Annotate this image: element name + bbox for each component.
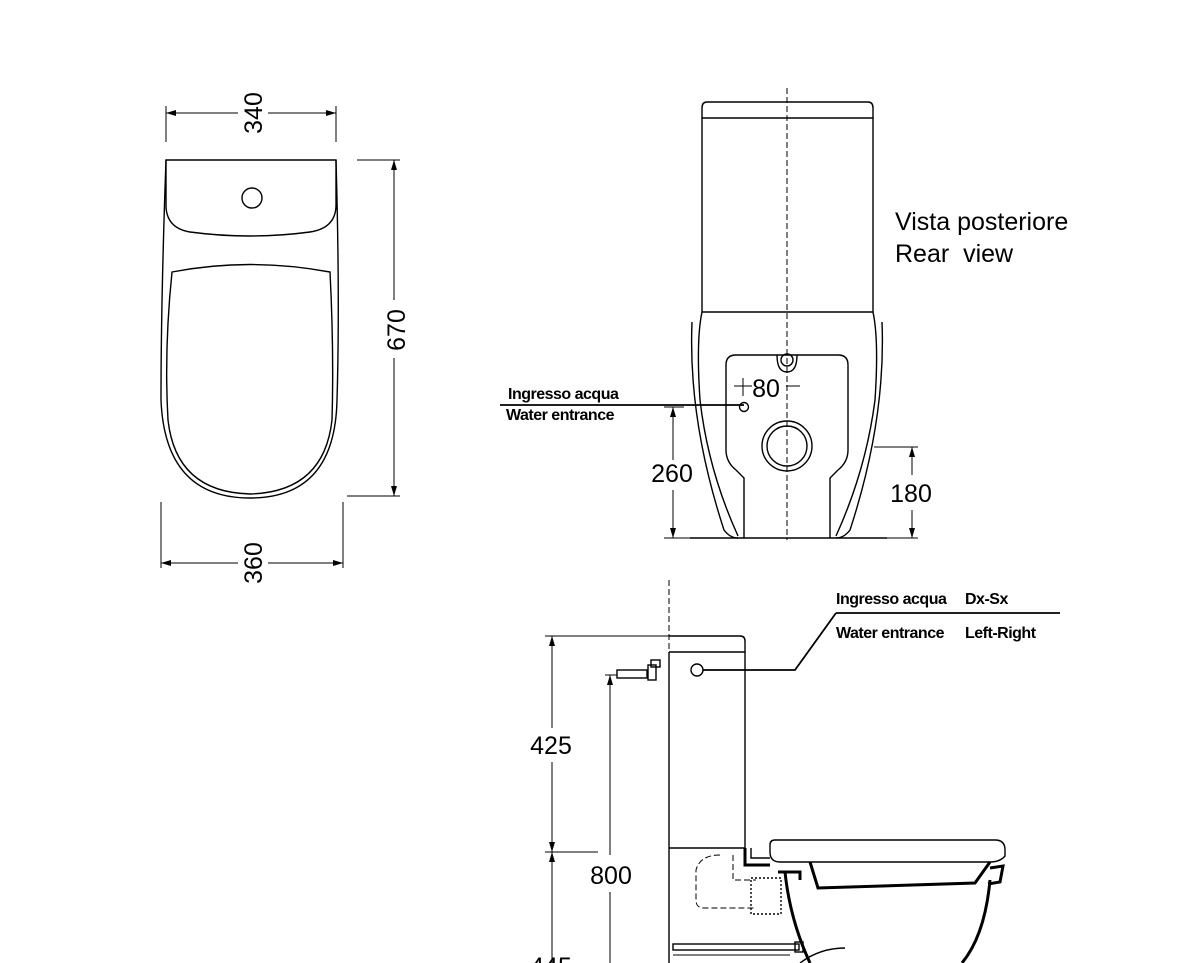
dimension-inlet-offset: 80 xyxy=(734,375,800,403)
dimension-overall-length: 670 xyxy=(347,159,411,497)
side-view: Ingresso acqua Dx-Sx Water entrance Left… xyxy=(530,580,1060,963)
tap-hole-icon xyxy=(241,187,263,209)
dimension-bowl-height-label: 445 xyxy=(530,953,572,963)
dimension-inlet-height: 260 xyxy=(651,406,693,539)
side-inlet-label-en: Water entrance xyxy=(836,625,945,642)
rear-outlet-icon xyxy=(761,420,813,472)
dimension-inlet-offset-label: 80 xyxy=(752,375,780,403)
bowl-outline xyxy=(960,879,992,963)
side-inlet-side-it: Dx-Sx xyxy=(965,591,1008,608)
dimension-cistern-height: 425 xyxy=(530,635,669,853)
dimension-cistern-height-label: 425 xyxy=(530,732,572,760)
seat-lid xyxy=(769,839,1006,863)
rear-inlet-icon xyxy=(738,401,750,413)
rear-view: 80 Ingresso acqua Water entrance 260 xyxy=(500,88,1068,540)
dimension-total-height: 800 xyxy=(590,674,632,963)
side-cistern xyxy=(669,635,746,653)
side-inlet-callout: Ingresso acqua Dx-Sx Water entrance Left… xyxy=(703,591,1060,671)
side-inlet-label-it: Ingresso acqua xyxy=(836,591,947,608)
rear-inlet-label-it: Ingresso acqua xyxy=(508,386,619,403)
rear-view-title-en: Rear view xyxy=(895,240,1014,268)
dimension-outlet-height-label: 180 xyxy=(890,480,932,508)
dimension-top-width: 340 xyxy=(165,92,337,142)
side-inlet-icon xyxy=(690,663,704,677)
toilet-plan-outline xyxy=(160,159,339,499)
dimension-top-width-label: 340 xyxy=(240,92,268,134)
dimension-bowl-height: 445 xyxy=(530,852,572,963)
dimension-total-height-label: 800 xyxy=(590,862,632,890)
rear-recess xyxy=(725,354,849,538)
dimension-overall-length-label: 670 xyxy=(383,309,411,351)
side-inlet-side-en: Left-Right xyxy=(965,625,1037,642)
rear-inlet-callout: Ingresso acqua Water entrance xyxy=(500,386,744,424)
dimension-bottom-width-label: 360 xyxy=(240,542,268,584)
dimension-inlet-height-label: 260 xyxy=(651,460,693,488)
angle-valve-icon xyxy=(616,659,661,681)
outlet-connector xyxy=(750,877,782,915)
top-view: 340 670 360 xyxy=(160,92,411,584)
dimension-bottom-width: 360 xyxy=(160,502,344,584)
rear-inlet-label-en: Water entrance xyxy=(506,407,615,424)
dimension-outlet-height: 180 xyxy=(874,446,932,539)
rear-view-title-it: Vista posteriore xyxy=(895,208,1068,236)
